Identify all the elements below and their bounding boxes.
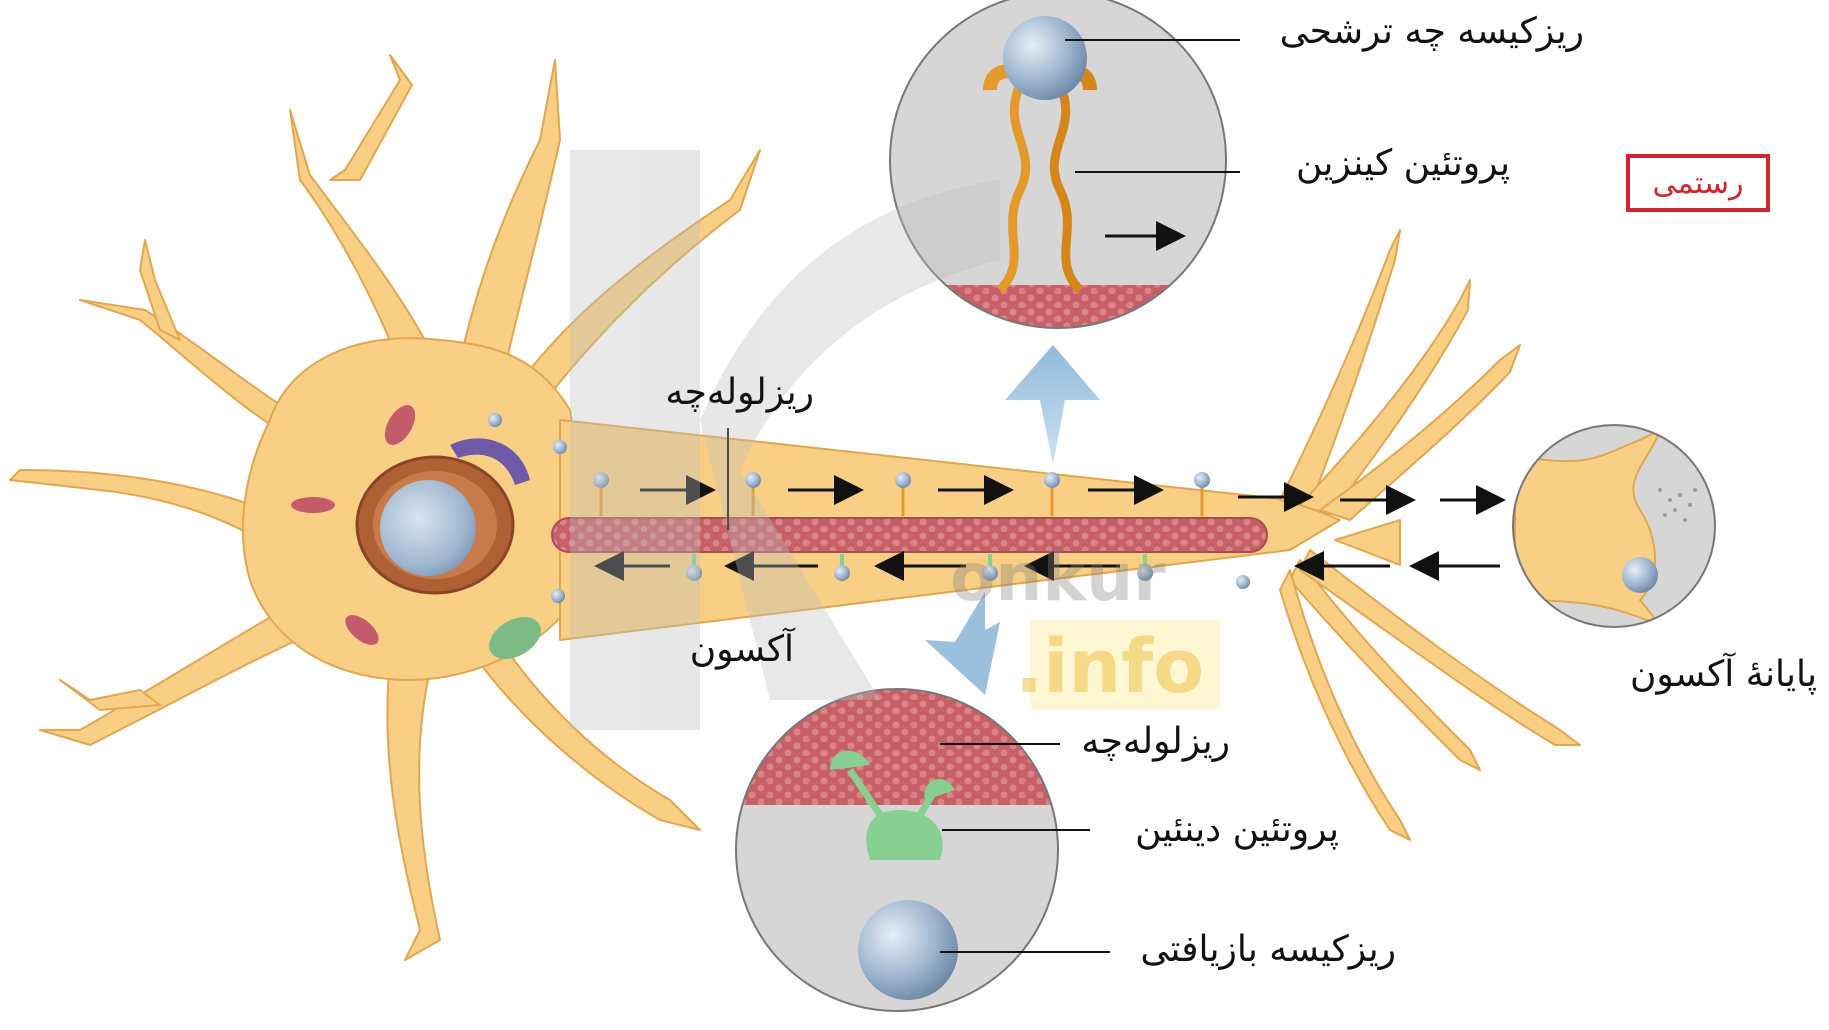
label-microtubule-main: ریزلوله‌چه (665, 375, 814, 411)
dynein-zoom (730, 689, 1070, 1011)
label-axon-terminal: پایانهٔ آکسون (1630, 657, 1817, 693)
author-badge: رستمی (1626, 154, 1770, 212)
label-axon: آکسون (690, 632, 794, 668)
axon-terminal-zoom (1513, 425, 1715, 627)
label-recycled-vesicle: ریزکیسه بازیافتی (1140, 932, 1396, 968)
zoom-arrow-up (1005, 345, 1100, 465)
label-kinesin-protein: پروتئین کینزین (1296, 146, 1510, 182)
kinesin-zoom (880, 0, 1240, 355)
watermark-brand: onkur (950, 545, 1166, 611)
label-microtubule-lower: ریزلوله‌چه (1081, 724, 1230, 760)
label-dynein-protein: پروتئین دینئین (1135, 812, 1339, 848)
watermark-suffix: .info (1015, 630, 1204, 704)
label-secretory-vesicle: ریزکیسه چه ترشحی (1280, 14, 1584, 50)
